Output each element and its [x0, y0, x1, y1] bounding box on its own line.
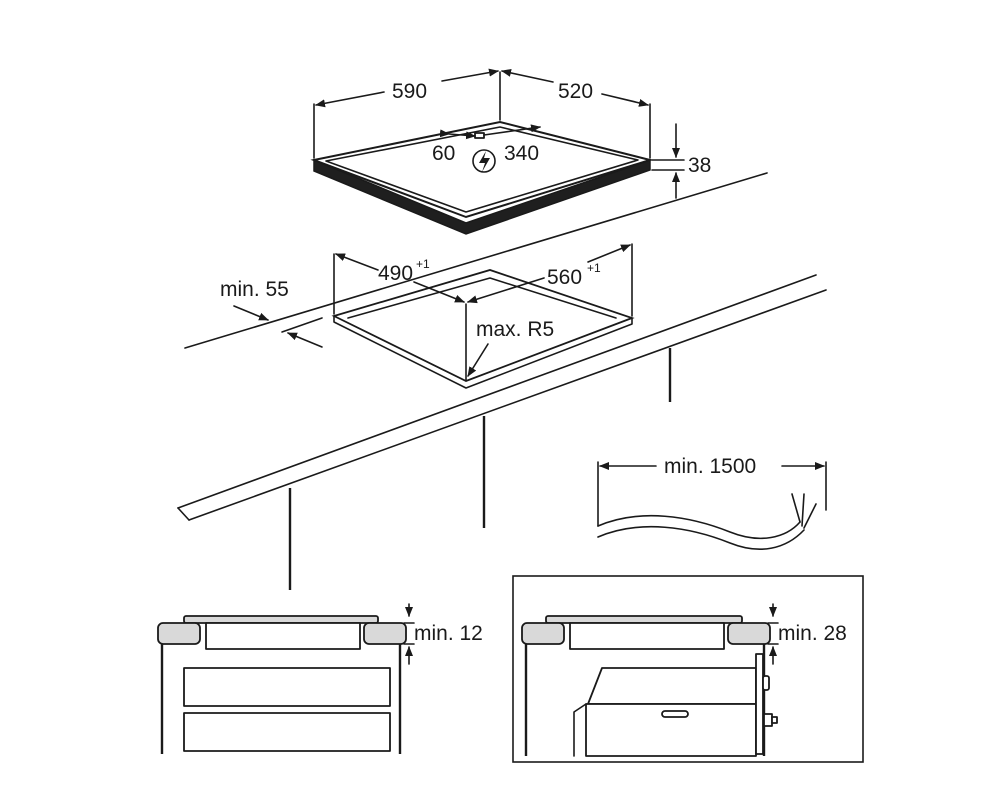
power-lightning-icon [472, 149, 496, 173]
section-left-clearance-label: min. 12 [414, 622, 483, 645]
hob-body-right [569, 622, 725, 650]
worktop-right-right-piece [727, 622, 771, 645]
drawer-top [183, 667, 391, 707]
drawer-bottom [183, 712, 391, 752]
connection-point-marker [474, 132, 485, 139]
oven-handle [661, 710, 689, 718]
worktop-right-left-piece [521, 622, 565, 645]
section-right-clearance-label: min. 28 [778, 622, 847, 645]
hob-glass-right [545, 615, 743, 624]
built-in-oven [573, 653, 778, 757]
hob-connection-distance-label: 340 [504, 142, 539, 165]
hob-body-left [205, 622, 361, 650]
cutout-width-label: 560 [547, 266, 582, 289]
hob-width-label: 590 [392, 80, 427, 103]
rear-clearance-label: min. 55 [220, 278, 289, 301]
cable-drawing: min. 1500 [597, 455, 827, 550]
oven-knob [763, 713, 773, 727]
hob-drawing: 60 340 590 520 38 [310, 68, 711, 235]
cable-length-label: min. 1500 [664, 455, 756, 478]
worktop-drawing: 490 +1 560 +1 max. R5 min. 55 [177, 172, 827, 590]
section-left: min. 12 [157, 603, 483, 754]
section-right: min. 28 [512, 575, 864, 763]
hob-connection-offset-label: 60 [432, 142, 455, 165]
hob-body [313, 158, 651, 235]
cutout-depth-tolerance: +1 [416, 257, 430, 271]
hob-glass-left [183, 615, 379, 624]
worktop-left-piece [157, 622, 201, 645]
hob-depth-label: 520 [558, 80, 593, 103]
cutout-corner-radius-label: max. R5 [476, 318, 554, 341]
worktop-right-piece [363, 622, 407, 645]
section-right-frame [512, 575, 864, 763]
hob-height-label: 38 [688, 154, 711, 177]
cutout-width-tolerance: +1 [587, 261, 601, 275]
cutout-depth-label: 490 [378, 262, 413, 285]
supply-cable [597, 514, 801, 540]
